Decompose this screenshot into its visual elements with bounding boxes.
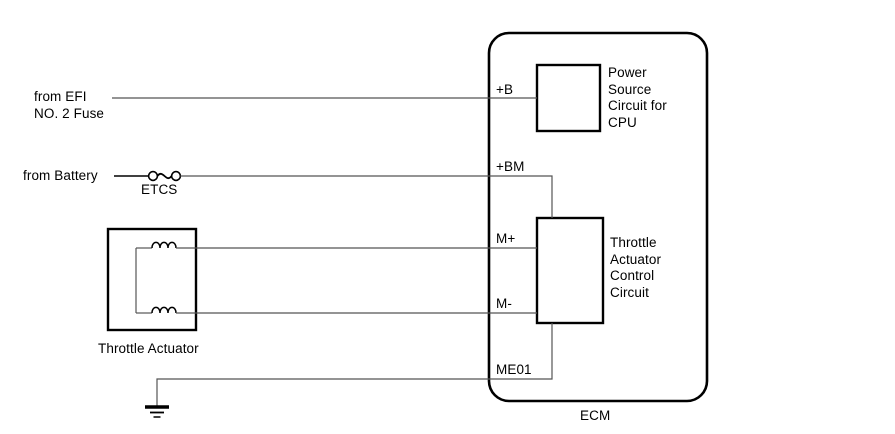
terminal-label-m-plus: M+	[496, 231, 516, 246]
source-label-battery: from Battery	[23, 168, 98, 183]
wire-me01-to-ground	[156, 323, 553, 406]
ecm-label: ECM	[580, 408, 611, 423]
actuator-upper-coil-icon	[151, 241, 177, 249]
throttle-actuator-control-circuit-label: Throttle Actuator Control Circuit	[610, 235, 662, 300]
power-source-circuit-box	[535, 63, 602, 133]
terminal-label-me01: ME01	[496, 362, 532, 377]
throttle-actuator-label: Throttle Actuator	[98, 341, 199, 356]
source-label-efi-fuse-line1: from EFI	[34, 89, 87, 104]
etcs-fuse-label: ETCS	[141, 182, 178, 197]
power-source-circuit-label: Power Source Circuit for CPU	[608, 65, 667, 130]
source-label-efi-fuse-line2: NO. 2 Fuse	[34, 106, 105, 121]
wire-etcs-to-plus-bm	[180, 175, 553, 218]
terminal-label-plus-b: +B	[496, 82, 514, 97]
ecm-enclosure	[487, 31, 709, 403]
terminal-label-m-minus: M-	[496, 296, 512, 311]
throttle-actuator-control-circuit-box	[535, 216, 605, 325]
terminal-label-plus-bm: +BM	[496, 159, 525, 174]
actuator-lower-coil-icon	[151, 306, 177, 314]
etcs-fuse-terminal-left-icon	[147, 170, 159, 182]
etcs-fuse-element-icon	[156, 173, 173, 179]
etcs-fuse-terminal-right-icon	[170, 170, 182, 182]
